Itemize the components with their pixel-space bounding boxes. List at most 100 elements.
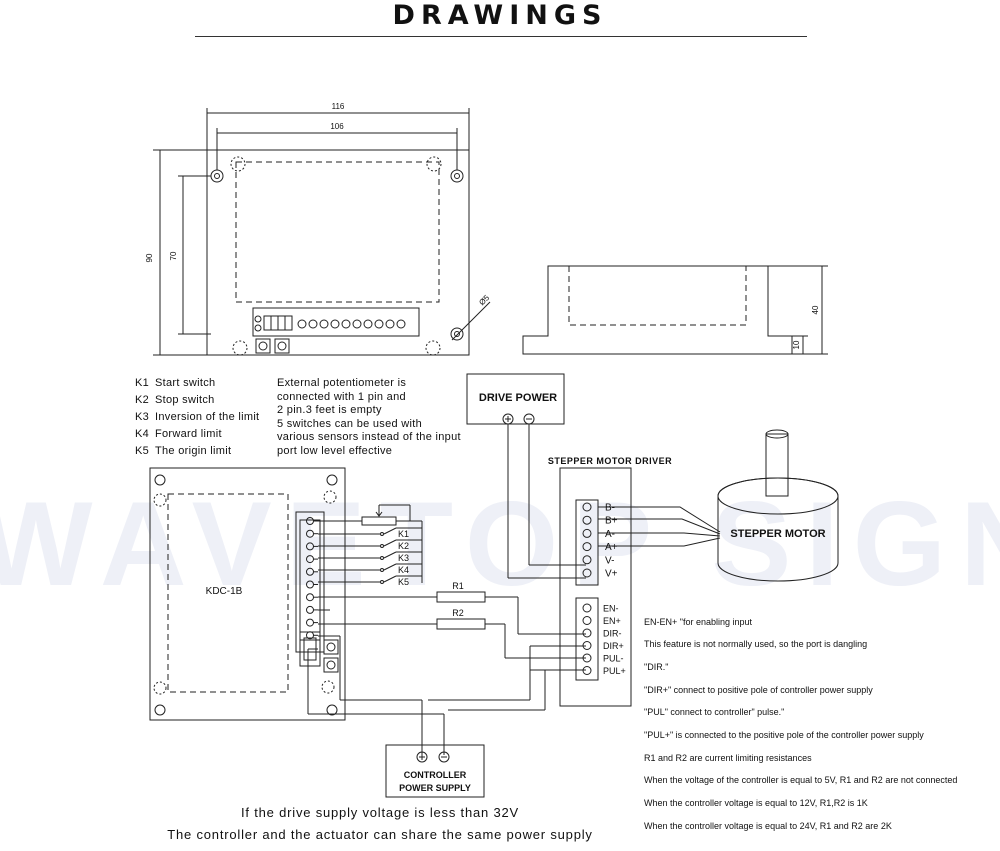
driver-terminal — [582, 628, 592, 638]
terminal-screw — [330, 319, 340, 329]
driver-label-dirplus: DIR+ — [603, 641, 624, 651]
controller-power-supply-box — [385, 744, 485, 798]
stepper-driver-box — [559, 467, 632, 707]
driver-terminal — [582, 515, 592, 525]
driver-label-dirminus: DIR- — [603, 629, 622, 639]
r2-label: R2 — [452, 608, 464, 618]
dim-10: 10 — [792, 340, 801, 349]
terminal-screw — [352, 319, 362, 329]
switch-label-k5: K5 — [398, 577, 409, 587]
driver-label-aplus: A+ — [605, 542, 618, 553]
driver-terminal — [582, 666, 592, 675]
switch-contact — [380, 532, 384, 536]
potentiometer-note: External potentiometer is connected with… — [277, 377, 461, 457]
switch-contact — [380, 556, 384, 560]
dim-106: 106 — [330, 122, 344, 131]
driver-label-enminus: EN- — [603, 604, 619, 614]
caption-line-2: The controller and the actuator can shar… — [167, 827, 593, 842]
resistor-r1 — [318, 591, 586, 635]
controller-power-label-2: POWER SUPPLY — [399, 783, 471, 793]
top-view-board — [206, 149, 470, 356]
switch-contact — [380, 580, 384, 584]
note-12v: When the controller voltage is equal to … — [644, 798, 868, 808]
terminal-screw — [297, 319, 307, 329]
switch-blade — [383, 575, 397, 583]
controller-terminal — [306, 618, 314, 627]
driver-label-aminus: A- — [605, 529, 615, 540]
switch-blade — [383, 563, 397, 571]
note-pul-plus: "PUL+" is connected to the positive pole… — [644, 730, 924, 740]
switch-blade — [383, 539, 397, 547]
note-5v: When the voltage of the controller is eq… — [644, 775, 958, 785]
driver-label-vminus: V- — [605, 555, 614, 566]
note-r1-r2: R1 and R2 are current limiting resistanc… — [644, 753, 812, 763]
note-dangling: This feature is not normally used, so th… — [644, 639, 868, 649]
driver-terminal — [582, 502, 592, 512]
stepper-motor — [717, 429, 839, 582]
drive-power-label: DRIVE POWER — [479, 392, 557, 404]
stepper-driver-label: STEPPER MOTOR DRIVER — [548, 456, 672, 466]
terminal-screw — [363, 319, 373, 329]
note-en: EN-EN+ "for enabling input — [644, 617, 753, 627]
note-dir-plus: "DIR+" connect to positive pole of contr… — [644, 685, 873, 695]
terminal-screw — [319, 319, 329, 329]
limit-switches — [318, 527, 422, 584]
driver-label-bplus: B+ — [605, 516, 618, 527]
resistor-r2 — [318, 618, 586, 659]
switch-label-k3: K3 — [398, 553, 409, 563]
driver-terminal — [582, 542, 592, 552]
dim-70: 70 — [169, 251, 178, 260]
terminal-screw — [374, 319, 384, 329]
dim-116: 116 — [332, 102, 345, 111]
controller-model-label: KDC-1B — [206, 586, 243, 597]
switch-blade — [383, 527, 397, 535]
terminal-screw — [396, 319, 406, 329]
driver-label-pulplus: PUL+ — [603, 666, 626, 676]
driver-terminal — [582, 555, 592, 565]
driver-terminal — [582, 603, 592, 613]
dim-40: 40 — [811, 305, 820, 314]
dim-90: 90 — [145, 253, 154, 262]
controller-power-label-1: CONTROLLER — [404, 770, 467, 780]
switch-label-k2: K2 — [398, 541, 409, 551]
dimension-lines — [153, 108, 491, 356]
switch-blade — [383, 551, 397, 559]
note-pul: "PUL" connect to controller" pulse." — [644, 707, 785, 717]
switch-label-k1: K1 — [398, 529, 409, 539]
controller-board — [149, 467, 346, 721]
driver-terminal — [582, 528, 592, 538]
driver-terminal — [582, 641, 592, 650]
terminal-screw — [341, 319, 351, 329]
title-underline — [195, 36, 807, 37]
caption-line-1: If the drive supply voltage is less than… — [240, 805, 519, 820]
driver-terminal — [582, 568, 592, 578]
controller-power-wiring — [307, 609, 586, 755]
note-dir: "DIR." — [644, 662, 669, 672]
note-24v: When the controller voltage is equal to … — [644, 821, 892, 831]
driver-label-pulminus: PUL- — [603, 654, 624, 664]
driver-label-bminus: B- — [605, 503, 615, 514]
driver-terminal — [582, 616, 592, 625]
motor-wires — [598, 506, 721, 547]
terminal-screw — [308, 319, 318, 329]
stepper-motor-label: STEPPER MOTOR — [730, 528, 825, 540]
side-view-board — [522, 265, 828, 355]
external-potentiometer — [318, 504, 423, 583]
page-title: DRAWINGS — [392, 0, 608, 31]
switch-contact — [380, 544, 384, 548]
driver-label-vplus: V+ — [605, 569, 618, 580]
driver-label-enplus: EN+ — [603, 616, 621, 626]
terminal-screw — [385, 319, 395, 329]
switch-contact — [380, 568, 384, 572]
switch-label-k4: K4 — [398, 565, 409, 575]
driver-terminal — [582, 653, 592, 663]
dim-hole: Ø5 — [477, 293, 491, 307]
watermark: WAVETOP SIGN — [0, 477, 1000, 611]
